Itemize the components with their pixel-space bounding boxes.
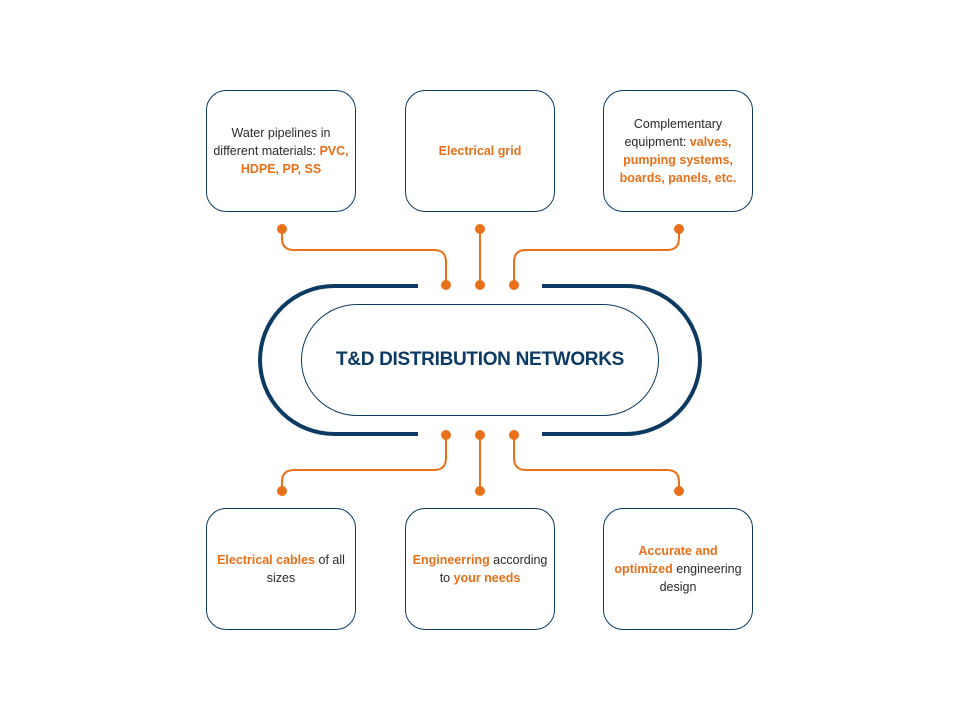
box-text: Accurate and optimized engineering desig… <box>610 542 746 596</box>
connector-dot <box>441 280 451 290</box>
box-text-highlight: valves, pumping systems, boards, panels,… <box>619 135 737 185</box>
connector-dot <box>475 280 485 290</box>
box-text-part: Complementary equipment: <box>624 117 723 149</box>
connector-box-3 <box>513 229 680 285</box>
connector-box-1 <box>281 229 447 285</box>
box-engineering-design: Accurate and optimized engineering desig… <box>603 508 753 630</box>
box-text-part: according to <box>439 553 548 585</box>
connector-box-6 <box>513 435 680 491</box>
box-engineering: Engineerring according to your needs <box>405 508 555 630</box>
connector-dot <box>509 430 519 440</box>
box-text-part: engineering design <box>659 562 742 594</box>
box-text-highlight: your needs <box>453 571 521 585</box>
box-electrical-grid: Electrical grid <box>405 90 555 212</box>
connector-box-4 <box>281 435 447 491</box>
box-text: Electrical cables of all sizes <box>213 551 349 587</box>
connector-dot <box>674 224 684 234</box>
connector-dot <box>509 280 519 290</box>
box-water-pipelines: Water pipelines in different materials: … <box>206 90 356 212</box>
outer-ring-left-arc <box>258 284 418 436</box>
box-text-highlight: Accurate and optimized <box>614 544 718 576</box>
connector-dot <box>475 486 485 496</box>
box-text: Complementary equipment: valves, pumping… <box>610 115 746 187</box>
outer-ring-right-arc <box>542 284 702 436</box>
box-text-highlight: Electrical cables <box>217 553 316 567</box>
box-text-highlight: PVC, HDPE, PP, SS <box>240 144 349 176</box>
box-text-part: of all sizes <box>266 553 345 585</box>
box-text-part: Water pipelines in different materials: <box>213 126 331 158</box>
box-complementary-equipment: Complementary equipment: valves, pumping… <box>603 90 753 212</box>
center-node: T&D DISTRIBUTION NETWORKS <box>301 304 659 416</box>
box-text: Water pipelines in different materials: … <box>213 124 349 178</box>
center-title: T&D DISTRIBUTION NETWORKS <box>335 349 625 370</box>
connector-dot <box>475 224 485 234</box>
box-text: Electrical grid <box>412 142 548 160</box>
connector-dot <box>441 430 451 440</box>
box-text: Engineerring according to your needs <box>412 551 548 587</box>
box-text-highlight: Electrical grid <box>438 144 522 158</box>
connector-dot <box>475 430 485 440</box>
connector-dot <box>277 486 287 496</box>
box-electrical-cables: Electrical cables of all sizes <box>206 508 356 630</box>
connector-dot <box>277 224 287 234</box>
connector-dot <box>674 486 684 496</box>
box-text-highlight: Engineerring <box>412 553 490 567</box>
